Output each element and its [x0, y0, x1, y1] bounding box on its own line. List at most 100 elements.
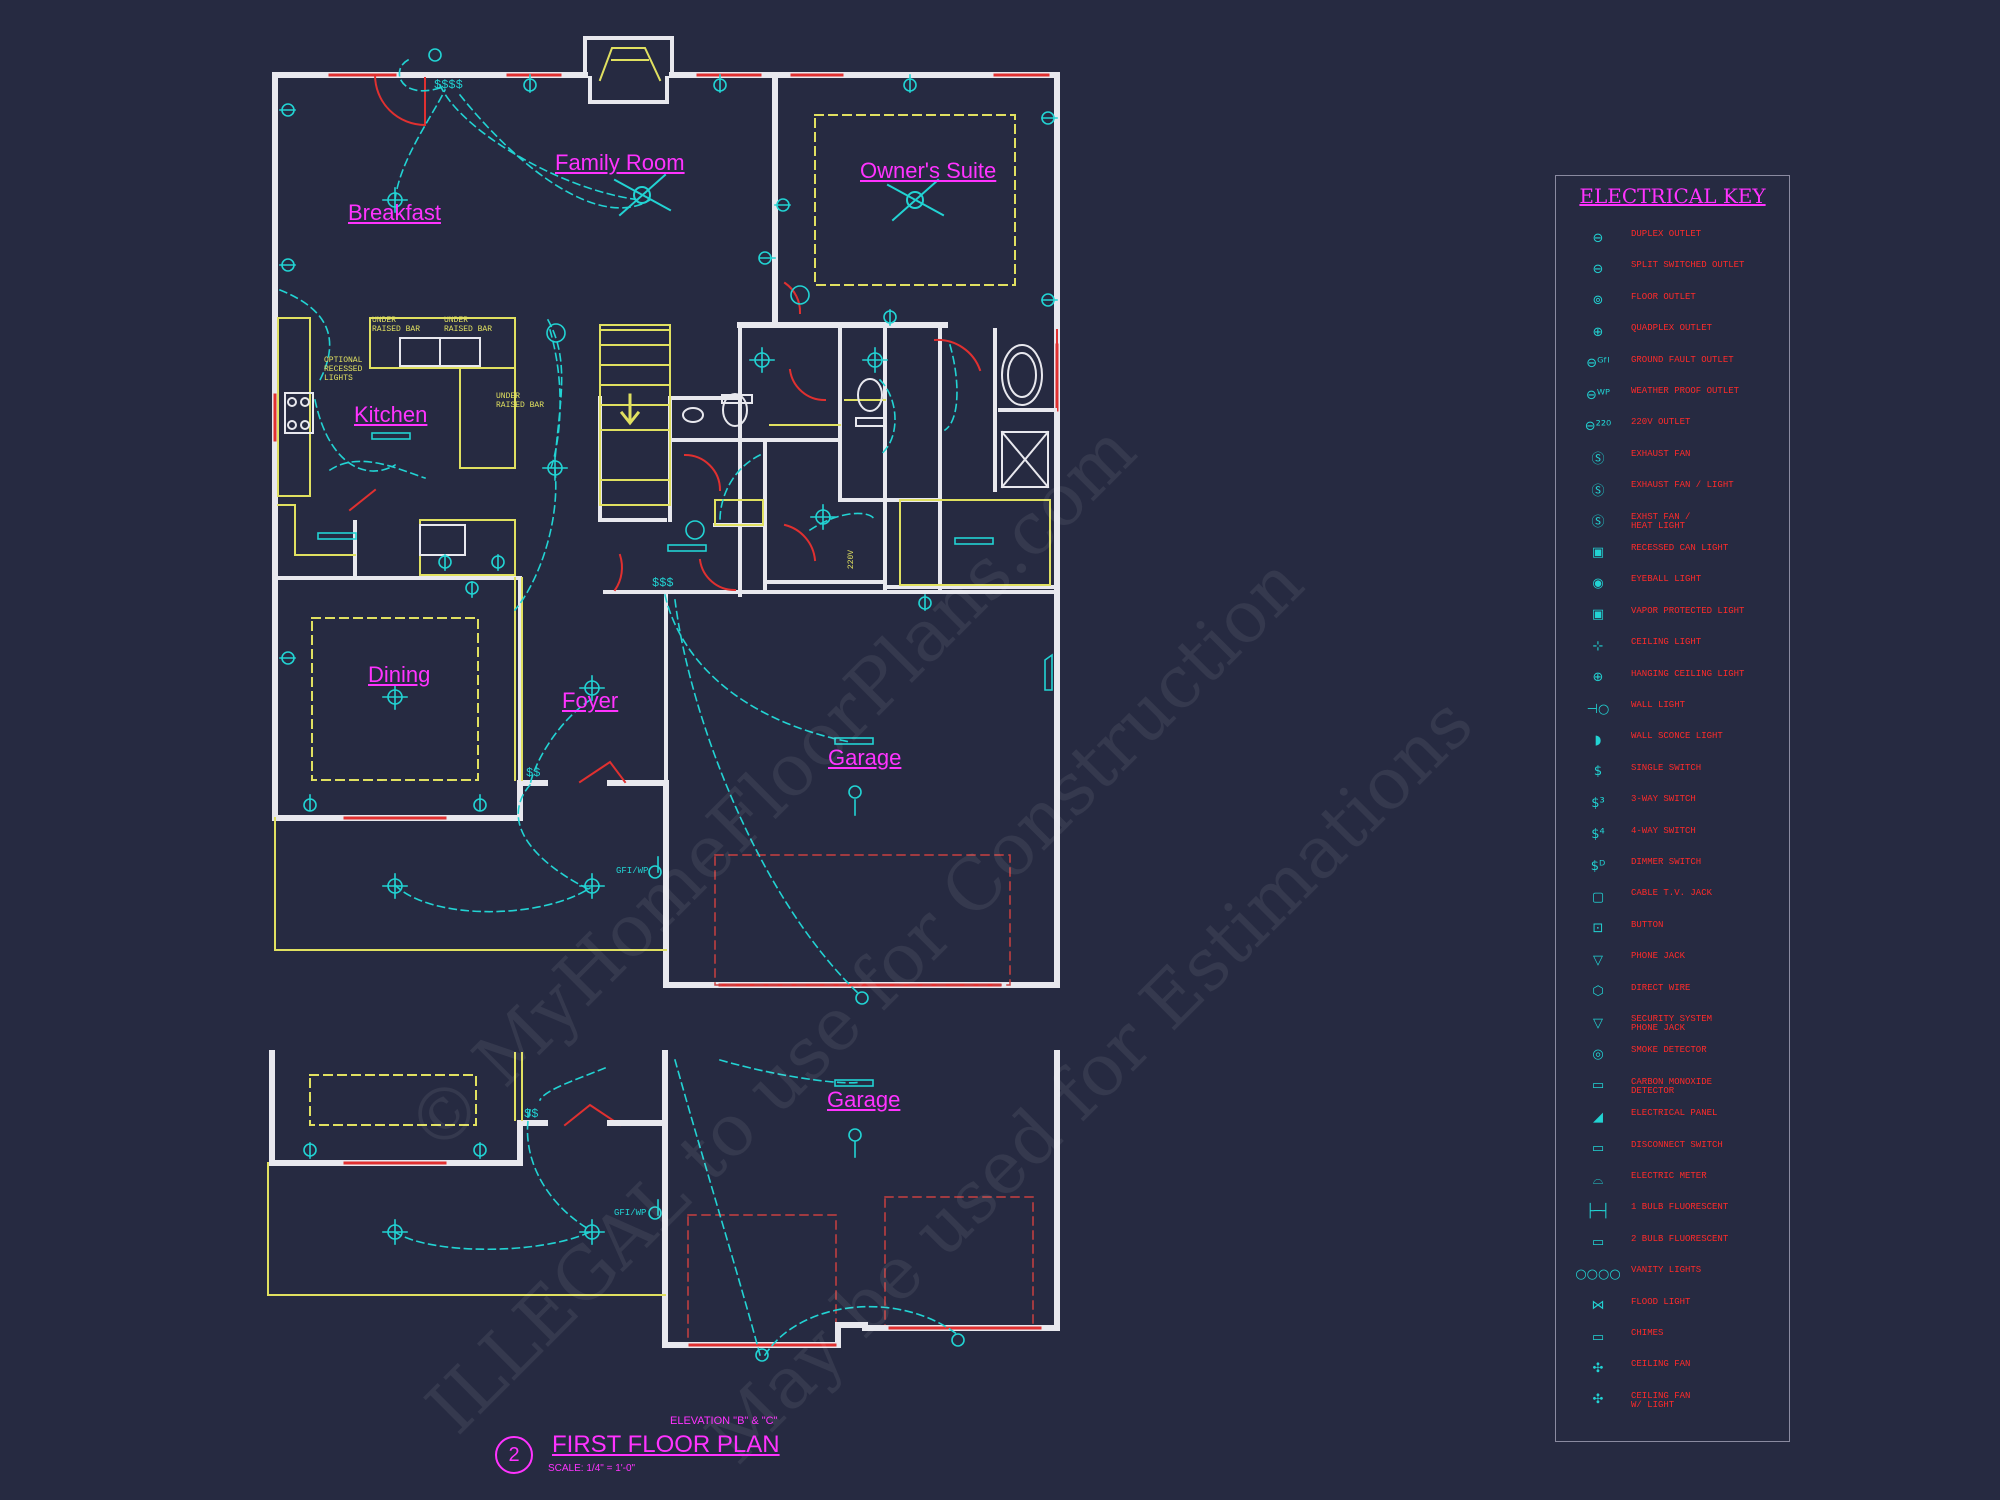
- legend-item: ◎SMOKE DETECTOR: [1556, 1042, 1789, 1066]
- legend-item-label: 2 BULB FLUORESCENT: [1631, 1233, 1729, 1244]
- legend-item: ○○○○ VANITY LIGHTS: [1556, 1262, 1789, 1286]
- room-label-garage-alt: Garage: [827, 1087, 901, 1112]
- legend-item-label: QUADPLEX OUTLET: [1631, 323, 1713, 334]
- legend-item-label: EXHST FAN / HEAT LIGHT: [1631, 511, 1691, 531]
- legend-item: ⊡BUTTON: [1556, 917, 1789, 941]
- direct-wire-icon: ⬡: [1592, 984, 1604, 1000]
- note-under-raised-bar: UNDER RAISED BAR: [372, 316, 421, 334]
- legend-item: ⌓ELECTRIC METER: [1556, 1168, 1789, 1192]
- legend-item-label: GROUND FAULT OUTLET: [1631, 354, 1734, 365]
- fixture-symbols: [279, 48, 1058, 1362]
- legend-item: ▽ PHONE JACK: [1556, 948, 1789, 972]
- duplex-outlet-icon: ⊖: [1592, 230, 1604, 246]
- note-gfi-wp: GFI/WP: [614, 1208, 647, 1218]
- legend-item: ⋈ FLOOD LIGHT: [1556, 1294, 1789, 1318]
- wall-light-icon: ⊣○: [1586, 701, 1610, 717]
- recessed-can-light-icon: ▣: [1591, 544, 1605, 560]
- electric-meter-icon: ⌓: [1592, 1172, 1604, 1188]
- legend-item-label: HANGING CEILING LIGHT: [1631, 668, 1745, 679]
- legend-item-label: CHIMES: [1631, 1328, 1664, 1338]
- legend-item-label: SPLIT SWITCHED OUTLET: [1631, 260, 1745, 271]
- drawing-title: FIRST FLOOR PLAN: [552, 1431, 780, 1458]
- legend-item: ▭CARBON MONOXIDE DETECTOR: [1556, 1074, 1789, 1098]
- legend-item: ⊣○ WALL LIGHT: [1556, 697, 1789, 721]
- legend-item: ▭ CHIMES: [1556, 1325, 1789, 1349]
- bath-fixtures: [284, 337, 1050, 556]
- legend-item-label: EYEBALL LIGHT: [1631, 574, 1702, 585]
- legend-item-label: VANITY LIGHTS: [1631, 1265, 1702, 1276]
- room-label-kitchen: Kitchen: [354, 402, 428, 427]
- legend-item: $ᴰ DIMMER SWITCH: [1556, 854, 1789, 878]
- legend-item: ▭DISCONNECT SWITCH: [1556, 1137, 1789, 1161]
- interior-walls: [273, 323, 1059, 987]
- legend-item-label: WALL LIGHT: [1631, 700, 1686, 710]
- drawing-number: 2: [495, 1436, 533, 1474]
- legend-item: ✣CEILING FAN W/ LIGHT: [1556, 1388, 1789, 1412]
- ceiling-light-icon: ⊹: [1592, 638, 1604, 654]
- legend-title: ELECTRICAL KEY: [1579, 184, 1766, 208]
- quadplex-outlet-icon: ⊕: [1592, 324, 1604, 340]
- note-under-raised-bar: UNDER RAISED BAR: [444, 316, 493, 334]
- room-label-family-room: Family Room: [555, 150, 685, 175]
- legend-item: ⊚FLOOR OUTLET: [1556, 289, 1789, 313]
- legend-item: ◗WALL SCONCE LIGHT: [1556, 728, 1789, 752]
- legend-item-label: 220V OUTLET: [1631, 417, 1691, 428]
- legend-item: ⬡DIRECT WIRE: [1556, 980, 1789, 1004]
- legend-item-label: FLOOD LIGHT: [1631, 1296, 1691, 1307]
- door-swings: [348, 73, 1058, 1127]
- note-220v: 220V: [847, 549, 857, 570]
- legend-item-label: CEILING LIGHT: [1631, 637, 1702, 648]
- eyeball-light-icon: ◉: [1592, 575, 1604, 591]
- legend-item-label: CARBON MONOXIDE DETECTOR: [1631, 1076, 1713, 1096]
- legend-item: ◢ ELECTRICAL PANEL: [1556, 1105, 1789, 1129]
- legend-item: ▭2 BULB FLUORESCENT: [1556, 1231, 1789, 1255]
- 4-way-switch-icon: $⁴: [1591, 827, 1605, 843]
- legend-item: ⊹ CEILING LIGHT: [1556, 634, 1789, 658]
- legend-item-label: EXHAUST FAN: [1631, 448, 1691, 459]
- security-system-phone-jack-icon: ▽: [1593, 1015, 1603, 1031]
- legend-item-label: DISCONNECT SWITCH: [1631, 1139, 1723, 1150]
- vanity-lights-icon: ○○○○: [1575, 1266, 1621, 1282]
- smoke-detector-icon: ◎: [1592, 1046, 1604, 1062]
- legend-item-label: PHONE JACK: [1631, 951, 1686, 962]
- switch-group: $$$$: [434, 78, 463, 92]
- switch-group: $$: [526, 766, 541, 780]
- legend-item-label: CEILING FAN W/ LIGHT: [1631, 1390, 1691, 1410]
- legend-item: ├─┤1 BULB FLUORESCENT: [1556, 1199, 1789, 1223]
- legend-item-label: VAPOR PROTECTED LIGHT: [1631, 605, 1745, 616]
- dimmer-switch-icon: $ᴰ: [1590, 858, 1606, 874]
- legend-item-label: CABLE T.V. JACK: [1631, 888, 1713, 899]
- note-optional-recessed-lights: OPTIONAL RECESSED LIGHTS: [324, 356, 363, 383]
- legend-item: ⊖ DUPLEX OUTLET: [1556, 226, 1789, 250]
- legend-item-label: WEATHER PROOF OUTLET: [1631, 386, 1740, 396]
- legend-item: ⊖²²⁰ 220V OUTLET: [1556, 414, 1789, 438]
- legend-item: $SINGLE SWITCH: [1556, 760, 1789, 784]
- elevation-note: ELEVATION "B" & "C": [670, 1415, 778, 1427]
- legend-item-label: BUTTON: [1631, 919, 1664, 930]
- legend-item-label: DUPLEX OUTLET: [1631, 229, 1702, 239]
- 220v-outlet-icon: ⊖²²⁰: [1584, 418, 1612, 434]
- flood-light-icon: ⋈: [1591, 1298, 1605, 1314]
- legend-item: ⊖SPLIT SWITCHED OUTLET: [1556, 257, 1789, 281]
- exhaust-fan-light-icon: Ⓢ: [1591, 483, 1605, 499]
- legend-item-label: ELECTRICAL PANEL: [1631, 1108, 1718, 1119]
- legend-item-label: RECESSED CAN LIGHT: [1631, 543, 1729, 553]
- wiring-runs: [278, 58, 960, 1357]
- legend-item-label: DIMMER SWITCH: [1631, 857, 1702, 867]
- legend-item: ✣CEILING FAN: [1556, 1356, 1789, 1380]
- ceiling-fan-icon: ✣: [1592, 1360, 1604, 1376]
- phone-jack-icon: ▽: [1593, 952, 1603, 968]
- room-label-foyer: Foyer: [562, 688, 619, 713]
- hanging-ceiling-light-icon: ⊕: [1592, 670, 1604, 686]
- room-label-breakfast: Breakfast: [348, 200, 441, 225]
- note-under-raised-bar: UNDER RAISED BAR: [496, 392, 545, 410]
- chimes-icon: ▭: [1591, 1329, 1605, 1345]
- legend-item: ▣ RECESSED CAN LIGHT: [1556, 540, 1789, 564]
- room-label-owners-suite: Owner's Suite: [860, 158, 997, 183]
- electrical-panel-icon: ◢: [1593, 1109, 1603, 1125]
